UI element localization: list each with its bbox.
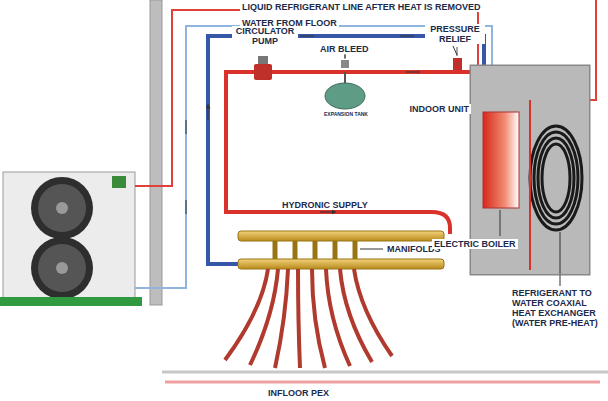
part-label: HYDRONIC SUPPLY <box>280 200 370 210</box>
part-label: LIQUID REFRIGERANT LINE AFTER HEAT IS RE… <box>240 2 483 12</box>
part-label: AIR BLEED <box>318 44 371 54</box>
unit-heading: INDOOR UNIT <box>408 104 472 114</box>
part-label: INFLOOR PEX <box>266 388 331 398</box>
part-label: ELECTRIC BOILER <box>432 239 518 249</box>
part-label: EXPANSION TANK <box>322 111 370 117</box>
part-label: CIRCULATOR PUMP <box>232 26 298 46</box>
part-label: PRESSURE RELIEF <box>425 24 485 44</box>
part-label: REFRIGERANT TO WATER COAXIAL HEAT EXCHAN… <box>510 288 604 328</box>
